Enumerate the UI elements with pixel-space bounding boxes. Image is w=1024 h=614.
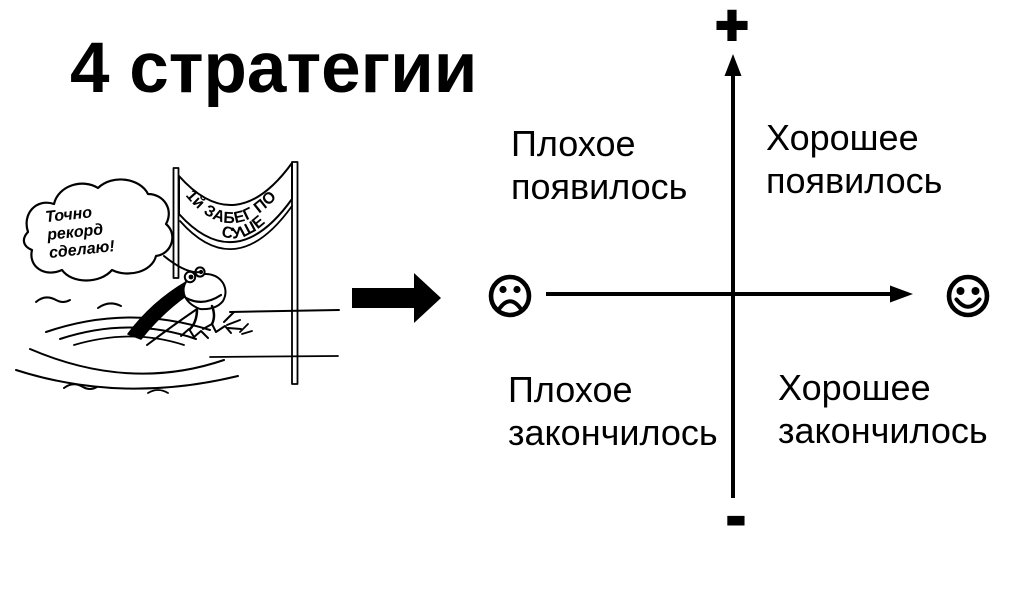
quadrant-label-top-left: Плохое появилось bbox=[511, 123, 688, 207]
arrow-right-icon bbox=[352, 273, 441, 323]
quadrant-label-top-right: Хорошее появилось bbox=[766, 117, 943, 201]
quadrant-label-bottom-right: Хорошее закончилось bbox=[778, 367, 988, 451]
plus-label: + bbox=[714, 0, 750, 56]
smiley-face-icon bbox=[946, 274, 990, 318]
banner: 1й ЗАБЕГ ПО СУШЕ bbox=[178, 162, 293, 251]
banner-pole-left-icon bbox=[172, 167, 180, 279]
right-arrowhead-icon bbox=[890, 285, 913, 303]
frog-cartoon: 1й ЗАБЕГ ПО СУШЕ bbox=[15, 161, 340, 394]
thought-bubble bbox=[22, 178, 201, 282]
page-title: 4 стратегии bbox=[70, 29, 478, 108]
banner-pole-right-icon bbox=[291, 161, 299, 385]
minus-label: - bbox=[725, 484, 747, 547]
frog bbox=[127, 266, 253, 346]
sad-face-icon bbox=[488, 274, 532, 318]
up-arrowhead-icon bbox=[724, 54, 742, 76]
quadrant-label-bottom-left: Плохое закончилось bbox=[508, 369, 718, 453]
